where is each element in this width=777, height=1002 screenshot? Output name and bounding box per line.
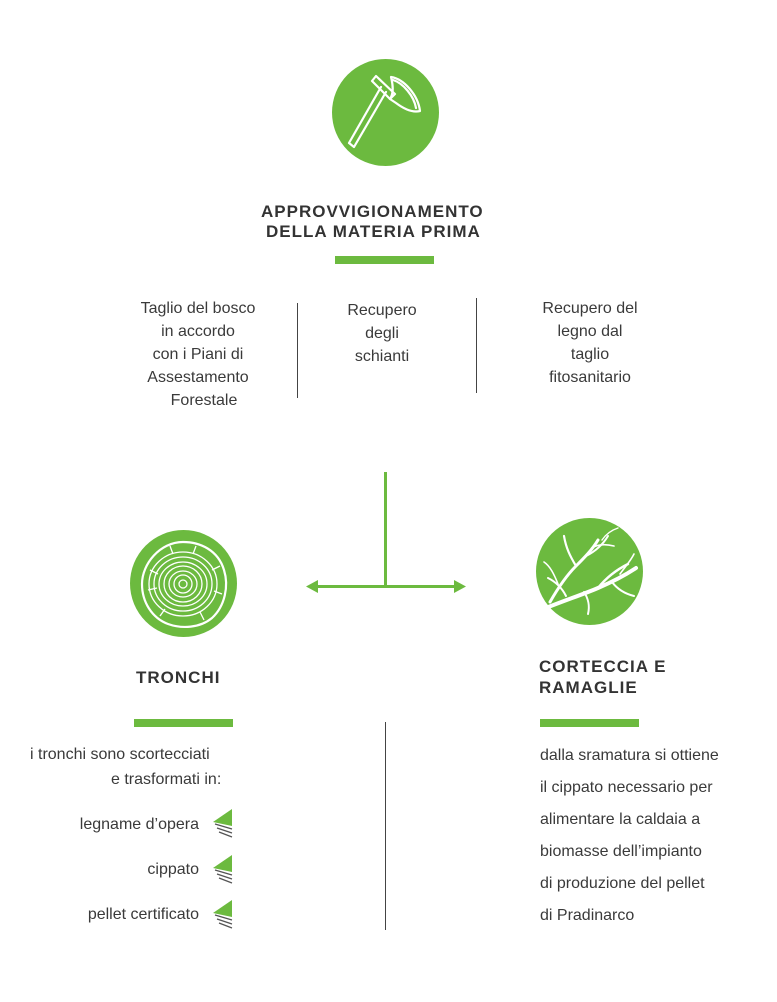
- axe-icon: [347, 74, 422, 149]
- tree-rings-badge: [130, 530, 237, 637]
- source-column-1: Taglio del bosco in accordo con i Piani …: [118, 297, 278, 412]
- source-2-line: schianti: [354, 348, 410, 365]
- source-divider-2: [476, 298, 477, 393]
- axe-icon-badge: [332, 59, 439, 166]
- description-line: il cippato necessario per: [540, 779, 713, 796]
- source-3-line: Recupero del: [542, 300, 638, 317]
- right-branch-title-line2: RAMAGLIE: [539, 678, 638, 697]
- connector-horizontal-line: [312, 585, 460, 588]
- source-2-line: degli: [365, 325, 399, 342]
- leaf-marker-icon: [213, 855, 233, 884]
- product-item-2: cippato: [147, 861, 199, 878]
- branches-badge: [536, 518, 643, 625]
- description-line: biomasse dell’impianto: [540, 843, 702, 860]
- source-1-line: con i Piani di: [152, 346, 244, 363]
- product-item-3: pellet certificato: [87, 906, 199, 923]
- tree-rings-icon: [140, 540, 228, 629]
- description-line: di Pradinarco: [540, 907, 635, 924]
- source-1-line: Taglio del bosco: [140, 300, 256, 317]
- header-title-line1: APPROVVIGIONAMENTO: [261, 202, 484, 221]
- left-accent-bar: [134, 719, 233, 727]
- branches-icon: [543, 527, 638, 615]
- connector-vertical-line: [384, 472, 387, 587]
- product-item-1: legname d’opera: [79, 816, 199, 833]
- header-accent-bar: [335, 256, 434, 264]
- leaf-marker-icon: [213, 900, 233, 929]
- arrow-left-icon: [306, 580, 318, 593]
- source-1-line: in accordo: [161, 323, 235, 340]
- source-3-line: fitosanitario: [549, 369, 631, 386]
- description-line: dalla sramatura si ottiene: [540, 747, 719, 764]
- arrow-right-icon: [454, 580, 466, 593]
- source-2-line: Recupero: [347, 302, 417, 319]
- bottom-divider: [385, 722, 386, 930]
- source-1-line: Assestamento: [147, 369, 249, 386]
- source-column-2: Recupero degli schianti: [322, 299, 442, 368]
- source-1-line: Forestale: [170, 392, 238, 409]
- leaf-marker-icon: [213, 809, 233, 838]
- description-line: alimentare la caldaia a: [540, 811, 701, 828]
- header-title-line2: DELLA MATERIA PRIMA: [266, 222, 481, 241]
- right-accent-bar: [540, 719, 639, 727]
- source-3-line: legno dal: [557, 323, 623, 340]
- left-branch-title: TRONCHI: [136, 668, 221, 687]
- source-divider-1: [297, 303, 298, 398]
- right-branch-title-line1: CORTECCIA E: [539, 657, 667, 676]
- left-intro-line2: e trasformati in:: [111, 771, 222, 788]
- right-branch-description: dalla sramatura si ottiene il cippato ne…: [540, 740, 719, 932]
- source-3-line: taglio: [570, 346, 610, 363]
- source-column-3: Recupero del legno dal taglio fitosanita…: [520, 297, 660, 389]
- left-intro-line1: i tronchi sono scortecciati: [30, 746, 210, 763]
- description-line: di produzione del pellet: [540, 875, 705, 892]
